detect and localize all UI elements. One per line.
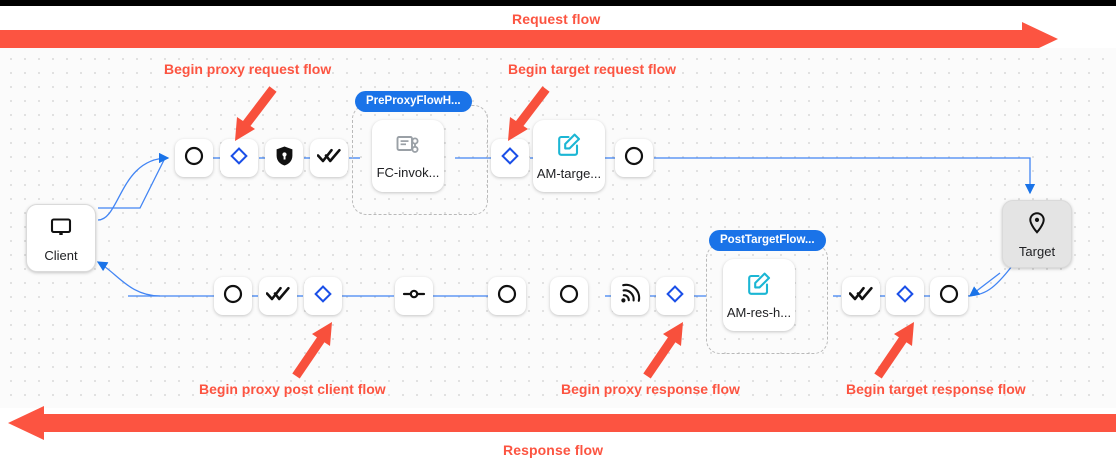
response-node-6[interactable] bbox=[550, 277, 588, 315]
circle-outline-icon bbox=[558, 283, 580, 310]
blue-diamond-icon bbox=[500, 146, 520, 171]
response-flow-label: Response flow bbox=[503, 442, 604, 458]
blue-diamond-icon bbox=[313, 284, 333, 309]
blue-diamond-icon bbox=[665, 284, 685, 309]
circle-outline-icon bbox=[623, 145, 645, 172]
flow-callout-icon bbox=[395, 133, 421, 162]
policy-am-res-h-label: AM-res-h... bbox=[726, 305, 792, 320]
request-flow-bar bbox=[0, 30, 1030, 48]
request-node-5[interactable] bbox=[491, 139, 529, 177]
client-node[interactable]: Client bbox=[26, 204, 96, 272]
circle-outline-icon bbox=[183, 145, 205, 172]
circle-outline-icon bbox=[938, 283, 960, 310]
request-node-1[interactable] bbox=[175, 139, 213, 177]
response-node-8[interactable] bbox=[656, 277, 694, 315]
monitor-icon bbox=[49, 215, 73, 244]
response-node-7[interactable] bbox=[611, 277, 649, 315]
edge-connectors bbox=[96, 152, 1036, 297]
response-node-5[interactable] bbox=[488, 277, 526, 315]
request-flow-label: Request flow bbox=[512, 11, 601, 27]
policy-am-res-h[interactable]: AM-res-h... bbox=[723, 259, 801, 337]
annotation-begin-target-response-flow: Begin target response flow bbox=[846, 381, 1026, 397]
blue-diamond-icon bbox=[229, 146, 249, 171]
annotation-begin-proxy-request-flow: Begin proxy request flow bbox=[164, 61, 332, 77]
annotation-arrow-3-icon bbox=[292, 322, 332, 379]
double-check-icon bbox=[316, 147, 341, 170]
annotation-begin-target-request-flow: Begin target request flow bbox=[508, 61, 677, 77]
circle-outline-icon bbox=[496, 283, 518, 310]
posttarget-flow-chip[interactable]: PostTargetFlow... bbox=[709, 230, 826, 252]
client-node-label: Client bbox=[44, 247, 78, 263]
response-node-4[interactable] bbox=[395, 277, 433, 315]
policy-fc-invoke-label: FC-invok... bbox=[376, 165, 440, 180]
response-node-2[interactable] bbox=[259, 277, 297, 315]
response-node-9[interactable] bbox=[842, 277, 880, 315]
annotation-begin-proxy-post-client-flow: Begin proxy post client flow bbox=[199, 381, 386, 397]
target-node-label: Target bbox=[1018, 243, 1056, 259]
circle-outline-icon bbox=[222, 283, 244, 310]
annotation-arrow-4-icon bbox=[643, 322, 683, 379]
flow-canvas[interactable]: Client Target bbox=[0, 48, 1116, 408]
annotation-arrow-1-icon bbox=[235, 86, 277, 141]
policy-am-target[interactable]: AM-targe... bbox=[533, 120, 605, 192]
top-black-strip bbox=[0, 0, 1116, 6]
broadcast-icon bbox=[618, 282, 642, 311]
request-node-3[interactable] bbox=[265, 139, 303, 177]
response-flow-bar bbox=[42, 414, 1116, 432]
policy-am-target-label: AM-targe... bbox=[536, 166, 602, 181]
annotation-arrow-2-icon bbox=[508, 86, 550, 141]
location-pin-icon bbox=[1026, 211, 1048, 240]
response-node-3[interactable] bbox=[304, 277, 342, 315]
double-check-icon bbox=[848, 285, 873, 308]
response-node-1[interactable] bbox=[214, 277, 252, 315]
annotation-begin-proxy-response-flow: Begin proxy response flow bbox=[561, 381, 740, 397]
annotation-arrow-5-icon bbox=[874, 322, 914, 379]
target-node[interactable]: Target bbox=[1002, 200, 1072, 268]
assign-message-icon bbox=[746, 271, 772, 302]
double-check-icon bbox=[265, 285, 290, 308]
request-node-6[interactable] bbox=[615, 139, 653, 177]
dot-line-icon bbox=[402, 287, 426, 306]
preproxy-flow-chip[interactable]: PreProxyFlowH... bbox=[355, 91, 472, 113]
response-flow-arrowhead-icon bbox=[8, 406, 44, 440]
request-node-4[interactable] bbox=[310, 139, 348, 177]
shield-lock-icon bbox=[274, 145, 295, 172]
assign-message-icon bbox=[556, 132, 582, 163]
blue-diamond-icon bbox=[895, 284, 915, 309]
request-node-2[interactable] bbox=[220, 139, 258, 177]
response-node-11[interactable] bbox=[930, 277, 968, 315]
response-node-10[interactable] bbox=[886, 277, 924, 315]
policy-fc-invoke[interactable]: FC-invok... bbox=[372, 120, 450, 198]
